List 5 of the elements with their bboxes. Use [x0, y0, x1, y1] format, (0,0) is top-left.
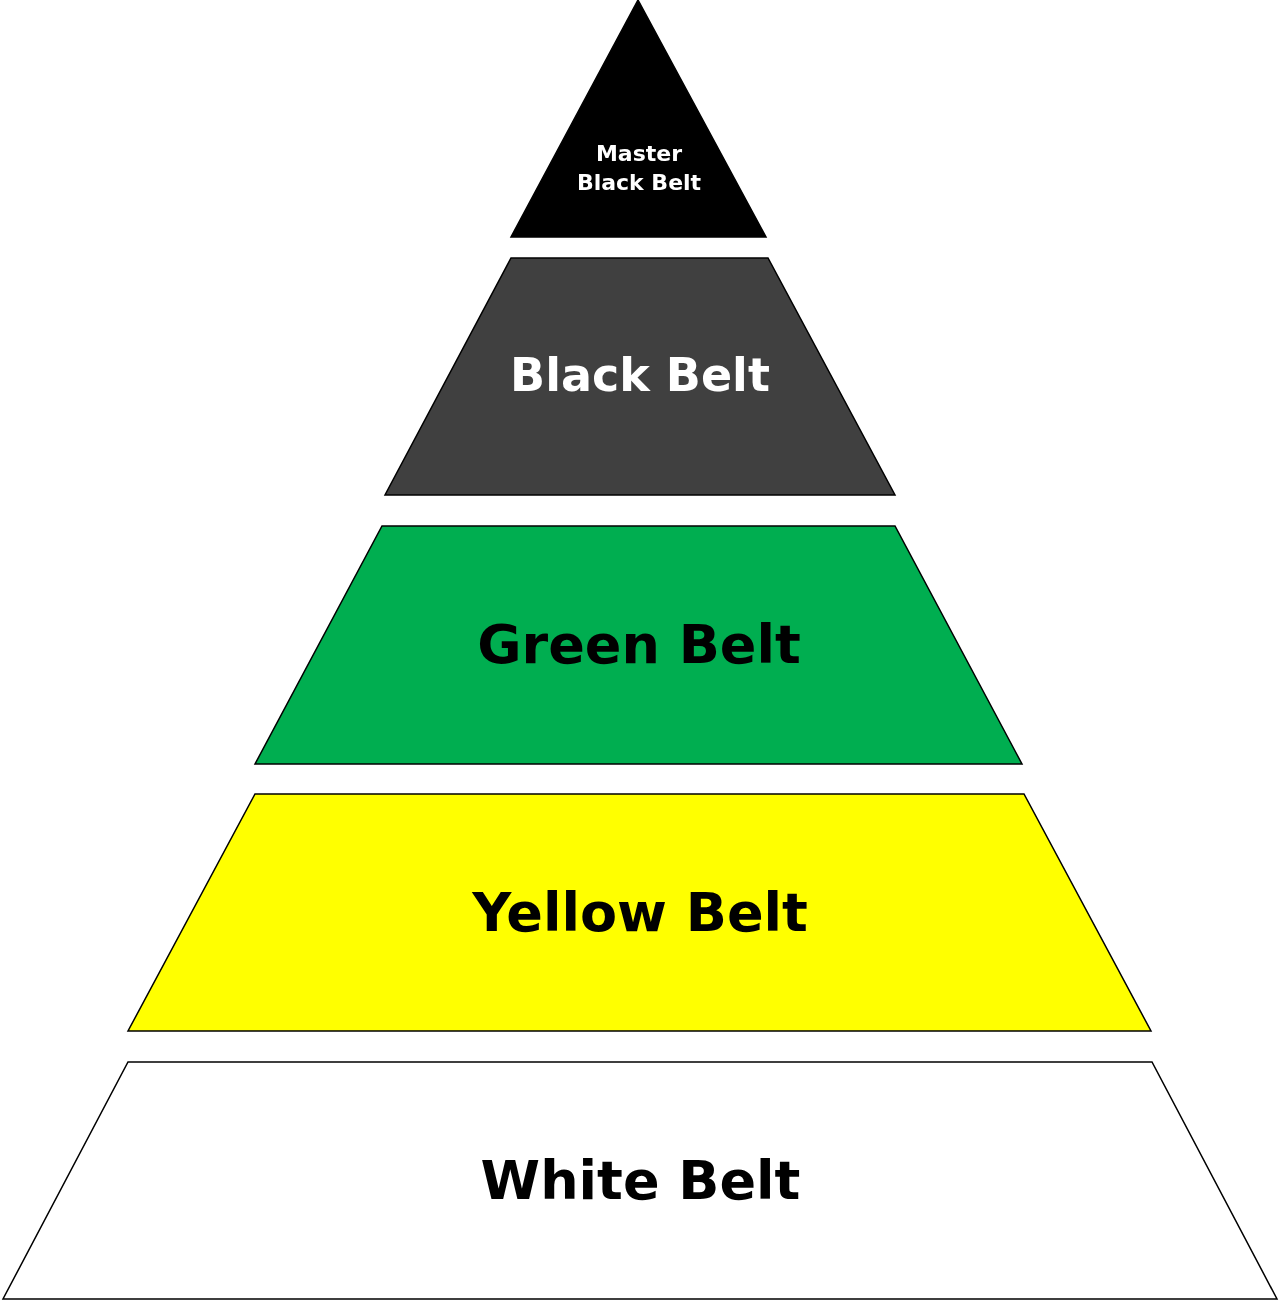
tier-label: Black Belt [509, 347, 771, 404]
tier-label: White Belt [479, 1148, 802, 1214]
tier-label: Yellow Belt [471, 880, 809, 946]
tier-label: Master Black Belt [575, 140, 703, 197]
tier-label: Green Belt [476, 612, 802, 678]
